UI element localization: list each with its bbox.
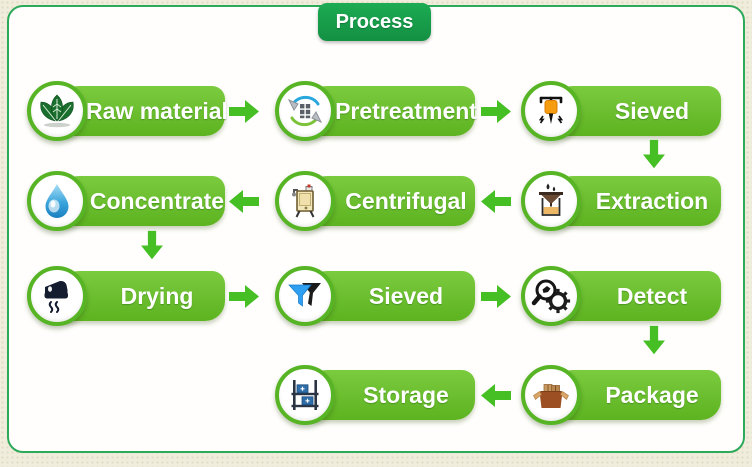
- step-label: Storage: [363, 381, 449, 408]
- step-label: Package: [605, 381, 699, 408]
- arrow-down-icon: [141, 230, 163, 261]
- step-label: Pretreatment: [335, 97, 477, 124]
- centrifuge-machine-icon: [292, 184, 315, 218]
- step-label: Concentrate: [89, 187, 225, 214]
- arrow-left-icon: [229, 190, 259, 213]
- step-sieved-2: Sieved: [275, 266, 475, 326]
- jackhammer-icon: [538, 96, 564, 124]
- step-label: Centrifugal: [345, 187, 467, 214]
- arrow-down-icon: [643, 325, 665, 356]
- beaker-funnel-icon: [539, 183, 563, 216]
- step-label: Sieved: [614, 97, 690, 124]
- step-centrifugal: Centrifugal: [275, 171, 475, 231]
- step-label: Detect: [616, 282, 688, 309]
- step-pill: Pretreatment: [305, 86, 477, 136]
- arrow-right-icon: [481, 100, 511, 123]
- step-icon-circle: [275, 365, 335, 425]
- step-pill: Sieved: [305, 271, 475, 321]
- shelf-rack-icon: [291, 380, 319, 410]
- step-pretreatment: Pretreatment: [275, 81, 477, 141]
- open-box-icon: [533, 384, 569, 408]
- step-sieved-1: Sieved: [521, 81, 721, 141]
- step-concentrate: Concentrate: [27, 171, 225, 231]
- step-icon-circle: [275, 171, 335, 231]
- step-icon-circle: [27, 266, 87, 326]
- step-label: Raw material: [86, 97, 228, 124]
- process-title: Process: [335, 10, 414, 33]
- step-icon-circle: [521, 365, 581, 425]
- step-extraction: Extraction: [521, 171, 721, 231]
- arrow-right-icon: [481, 285, 511, 308]
- arrow-left-icon: [481, 384, 511, 407]
- step-storage: Storage: [275, 365, 475, 425]
- step-icon-circle: [521, 171, 581, 231]
- step-icon-circle: [27, 171, 87, 231]
- step-icon-circle: [27, 81, 87, 141]
- step-pill: Raw material: [57, 86, 228, 136]
- step-label: Sieved: [368, 282, 444, 309]
- step-package: Package: [521, 365, 721, 425]
- step-drying: Drying: [27, 266, 225, 326]
- leaves-icon: [40, 94, 74, 128]
- spray-cycle-icon: [287, 95, 323, 127]
- step-icon-circle: [521, 266, 581, 326]
- step-icon-circle: [275, 81, 335, 141]
- drying-machine-icon: [44, 280, 68, 313]
- arrow-left-icon: [481, 190, 511, 213]
- arrow-down-icon: [643, 139, 665, 170]
- water-drop-icon: [45, 184, 69, 218]
- funnel-icon: [288, 283, 321, 307]
- step-raw-material: Raw material: [27, 81, 228, 141]
- arrow-right-icon: [229, 100, 259, 123]
- step-label: Extraction: [595, 187, 709, 214]
- magnifier-gear-icon: [531, 279, 571, 314]
- process-title-banner: Process: [318, 3, 431, 41]
- step-icon-circle: [275, 266, 335, 326]
- step-detect: Detect: [521, 266, 721, 326]
- step-icon-circle: [521, 81, 581, 141]
- arrow-right-icon: [229, 285, 259, 308]
- step-label: Drying: [120, 282, 194, 309]
